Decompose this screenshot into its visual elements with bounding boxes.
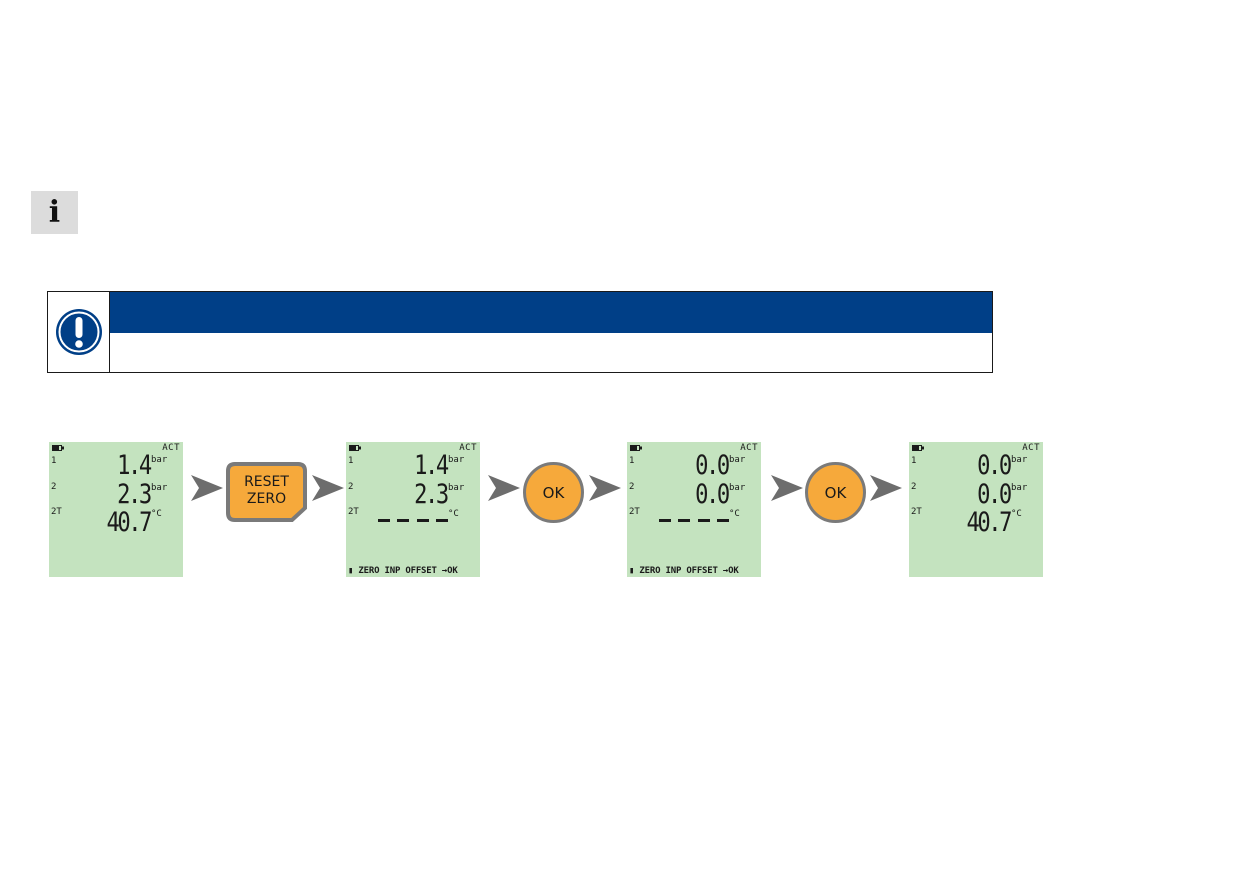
unit-channel-1: bar (151, 455, 168, 465)
zero-label: ZERO (246, 491, 287, 507)
unit-channel-2t: °C (151, 509, 162, 519)
battery-icon (630, 445, 642, 451)
unit-channel-2: bar (729, 483, 746, 493)
channel-label-2t: 2T (911, 507, 922, 517)
unit-channel-2t: °C (448, 509, 459, 519)
value-channel-2: 0.0 (977, 479, 1012, 510)
value-channel-2: 2.3 (117, 479, 152, 510)
value-channel-1: 1.4 (414, 450, 449, 481)
status-act: ACT (740, 443, 758, 453)
notice-box (47, 291, 993, 373)
info-glyph: i (48, 195, 61, 230)
unit-channel-1: bar (1011, 455, 1028, 465)
channel-label-2: 2 (629, 482, 635, 492)
value-channel-2: 0.0 (695, 479, 730, 510)
lcd-screen-result: ACT 1 2 2T 0.0 0.0 40.7 bar bar °C (909, 442, 1043, 577)
notice-header (110, 292, 992, 333)
unit-channel-2t: °C (1011, 509, 1022, 519)
value-channel-1: 0.0 (695, 450, 730, 481)
channel-label-1: 1 (629, 456, 635, 466)
unit-channel-1: bar (729, 455, 746, 465)
zero-inp-offset-menu: ▮ ZERO INP OFFSET →OK (348, 566, 458, 576)
ok-button[interactable]: OK (805, 462, 866, 523)
notice-body (110, 292, 992, 372)
unit-channel-2: bar (1011, 483, 1028, 493)
channel-label-2: 2 (911, 482, 917, 492)
ok-button[interactable]: OK (523, 462, 584, 523)
info-icon: i (31, 191, 78, 234)
unit-channel-1: bar (448, 455, 465, 465)
value-channel-2t-dashes (378, 513, 448, 527)
reset-label: RESET (244, 474, 289, 490)
channel-label-1: 1 (911, 456, 917, 466)
channel-label-2t: 2T (629, 507, 640, 517)
arrow-right-icon (488, 475, 520, 501)
lcd-screen-zeroed-menu: ACT 1 2 2T 0.0 0.0 bar bar °C ▮ ZERO INP… (627, 442, 761, 577)
channel-label-2: 2 (51, 482, 57, 492)
reset-zero-label: RESET ZERO (226, 474, 307, 508)
status-act: ACT (162, 443, 180, 453)
arrow-right-icon (312, 475, 344, 501)
arrow-right-icon (191, 475, 223, 501)
battery-icon (52, 445, 64, 451)
battery-icon (912, 445, 924, 451)
notice-text (110, 333, 992, 372)
lcd-screen-initial: ACT 1 2 2T 1.4 2.3 40.7 bar bar °C (49, 442, 183, 577)
channel-label-2: 2 (348, 482, 354, 492)
value-channel-2t-dashes (659, 513, 729, 527)
value-channel-1: 1.4 (117, 450, 152, 481)
unit-channel-2: bar (448, 483, 465, 493)
value-channel-2t: 40.7 (966, 507, 1013, 538)
status-act: ACT (459, 443, 477, 453)
arrow-right-icon (589, 475, 621, 501)
unit-channel-2: bar (151, 483, 168, 493)
arrow-right-icon (870, 475, 902, 501)
value-channel-2: 2.3 (414, 479, 449, 510)
channel-label-1: 1 (348, 456, 354, 466)
unit-channel-2t: °C (729, 509, 740, 519)
reset-zero-button[interactable]: RESET ZERO (226, 462, 307, 522)
arrow-right-icon (771, 475, 803, 501)
value-channel-1: 0.0 (977, 450, 1012, 481)
notice-icon-cell (48, 292, 110, 372)
channel-label-2t: 2T (348, 507, 359, 517)
reset-zero-button-shape (226, 462, 307, 522)
channel-label-2t: 2T (51, 507, 62, 517)
zero-inp-offset-menu: ▮ ZERO INP OFFSET →OK (629, 566, 739, 576)
exclamation-icon (55, 309, 102, 355)
channel-label-1: 1 (51, 456, 57, 466)
value-channel-2t: 40.7 (106, 507, 153, 538)
status-act: ACT (1022, 443, 1040, 453)
lcd-screen-zero-menu: ACT 1 2 2T 1.4 2.3 bar bar °C ▮ ZERO INP… (346, 442, 480, 577)
battery-icon (349, 445, 361, 451)
